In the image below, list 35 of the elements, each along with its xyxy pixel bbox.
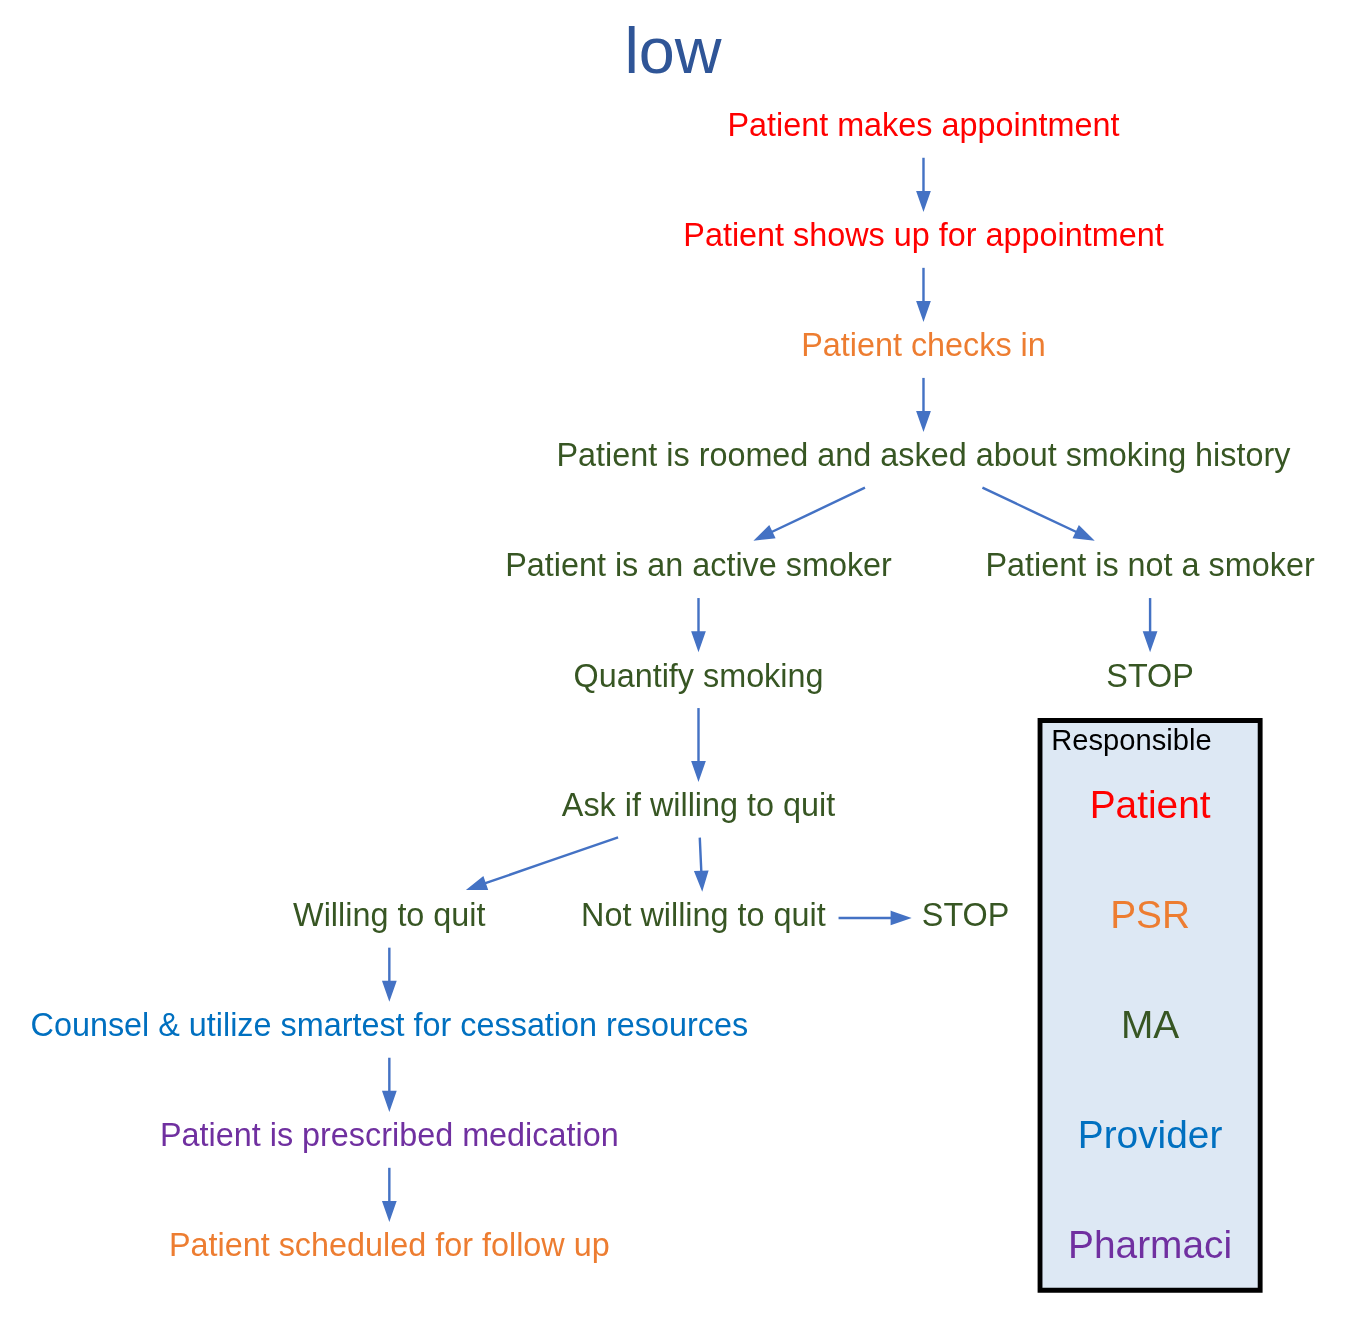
node-text: Patient is prescribed medication bbox=[159, 1117, 619, 1154]
legend-label: PSR bbox=[1109, 893, 1190, 937]
arrow bbox=[690, 708, 706, 783]
node-text: Patient checks in bbox=[800, 327, 1046, 364]
arrow bbox=[915, 267, 931, 323]
node-text: Patient scheduled for follow up bbox=[168, 1227, 610, 1264]
node-text: Not willing to quit bbox=[580, 897, 826, 934]
node-text: Patient makes appointment bbox=[726, 107, 1120, 144]
node-text: Counsel & utilize smartest for cessation resources bbox=[30, 1007, 748, 1044]
node-text: Ask if willing to quit bbox=[561, 787, 835, 824]
node-text: Patient shows up for appointment bbox=[682, 217, 1164, 254]
legend-label: Provider bbox=[1077, 1113, 1222, 1157]
node-text: Quantify smoking bbox=[572, 657, 823, 694]
arrow bbox=[915, 157, 931, 212]
node-text: Willing to quit bbox=[292, 897, 486, 934]
arrow bbox=[752, 486, 865, 541]
node-text: Patient is roomed and asked about smoking history bbox=[556, 437, 1290, 474]
arrow bbox=[1142, 598, 1157, 653]
arrow bbox=[381, 1167, 397, 1222]
legend-label: Patient bbox=[1089, 782, 1211, 826]
arrow bbox=[690, 598, 706, 653]
node-text: Patient is an active smoker bbox=[504, 547, 892, 584]
arrow bbox=[381, 947, 397, 1002]
arrow bbox=[465, 836, 618, 890]
arrow bbox=[915, 377, 931, 433]
arrow bbox=[381, 1057, 397, 1112]
legend-label: Pharmaci bbox=[1067, 1223, 1232, 1267]
legend-label: MA bbox=[1120, 1003, 1179, 1047]
arrow bbox=[981, 486, 1095, 541]
diagram-title: low bbox=[623, 14, 722, 88]
node-text: STOP bbox=[1105, 657, 1194, 694]
arrow bbox=[838, 910, 912, 926]
node-text: Patient is not a smoker bbox=[985, 547, 1315, 584]
arrow bbox=[693, 837, 709, 892]
node-text: STOP bbox=[921, 897, 1009, 934]
